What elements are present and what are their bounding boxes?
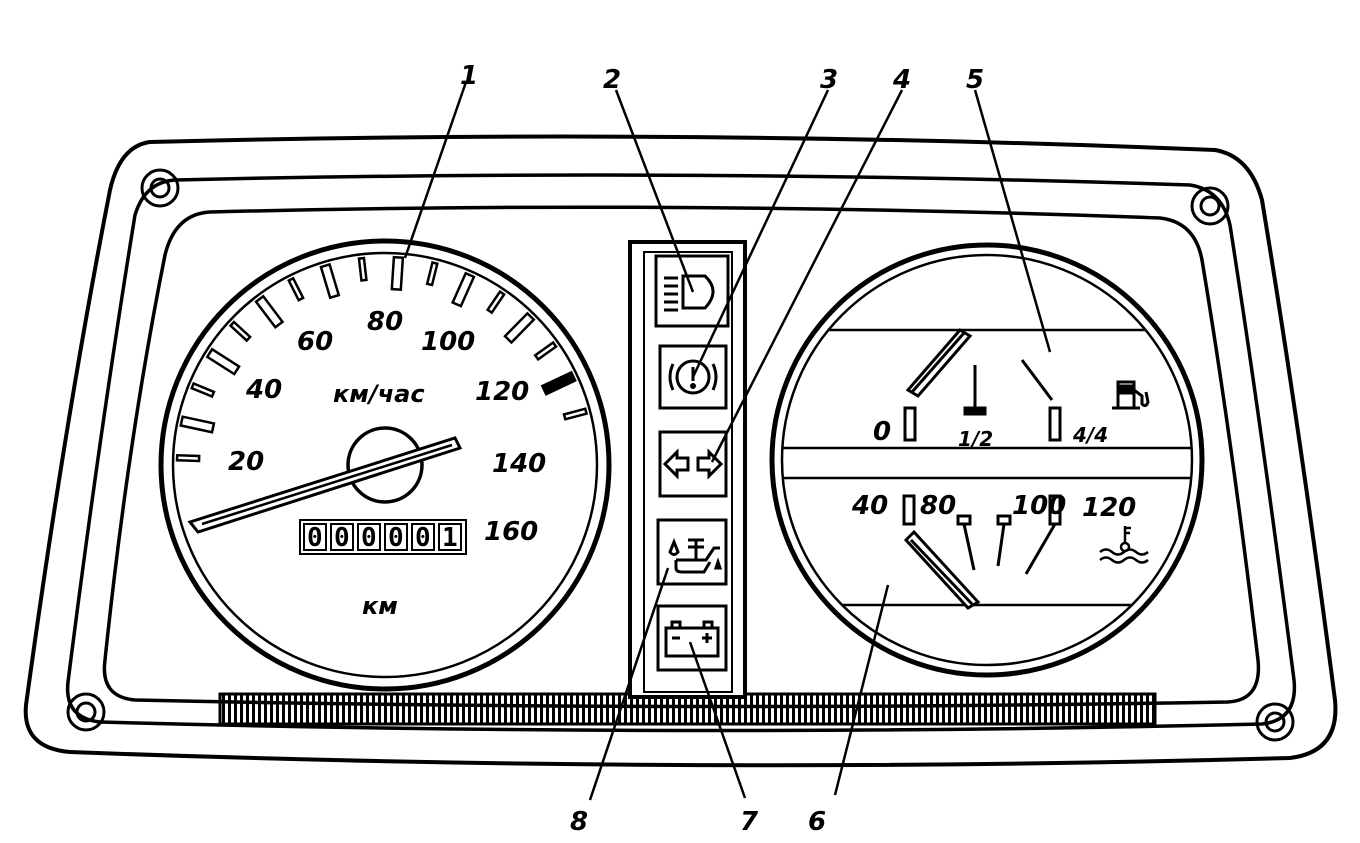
temp-label-40: 40 (851, 491, 888, 521)
callout-4: 4 (892, 65, 911, 95)
speed-label-100: 100 (421, 327, 475, 357)
speed-unit-label: км/час (333, 380, 425, 408)
speedometer-tick (228, 320, 252, 343)
fuel-label-full: 4/4 (1072, 423, 1108, 447)
turn-signal-lamp (658, 430, 728, 498)
odometer-digit: 0 (411, 523, 435, 553)
oil-pressure-icon (668, 537, 723, 574)
mounting-screws (66, 168, 1295, 742)
svg-text:0: 0 (388, 523, 404, 553)
speedometer-tick (485, 289, 506, 315)
svg-text:0: 0 (307, 523, 323, 553)
callout-numbers: 1 2 3 4 5 6 7 8 (460, 61, 984, 837)
odometer-digit: 0 (303, 523, 327, 553)
svg-text:0: 0 (361, 523, 377, 553)
panel-housing (23, 134, 1338, 768)
odometer-digit: 1 (438, 523, 462, 553)
speedometer-tick (179, 415, 216, 434)
speedometer-tick (175, 453, 201, 463)
fuel-mark-half (963, 406, 987, 416)
screw-top-left (140, 168, 180, 208)
warning-lamp-column (628, 240, 747, 699)
speed-label-120: 120 (475, 377, 529, 407)
speedometer-tick (390, 255, 405, 291)
speed-label-60: 60 (297, 327, 333, 357)
temp-gauge (902, 494, 1062, 610)
odometer-digit: 0 (357, 523, 381, 553)
odometer: 0 0 0 0 0 1 (299, 519, 467, 555)
odometer-digit: 0 (384, 523, 408, 553)
brake-warning-lamp (658, 344, 728, 410)
callout-8: 8 (570, 807, 588, 837)
fuel-label-empty: 0 (873, 417, 891, 447)
turn-signal-icon (662, 448, 724, 480)
odometer-digit: 0 (330, 523, 354, 553)
speedometer-tick (503, 311, 536, 345)
speedometer-tick (540, 370, 577, 396)
callout-5: 5 (966, 65, 984, 95)
fuel-gauge (903, 328, 1062, 442)
speedometer-tick (287, 276, 305, 302)
screw-bottom-right (1255, 702, 1295, 742)
speedometer-tick (205, 347, 241, 376)
temp-mark-40 (902, 494, 916, 526)
callout-leaders (403, 81, 1052, 801)
speedometer-tick (190, 381, 216, 399)
temp-label-80: 80 (920, 491, 956, 521)
speed-label-20: 20 (228, 447, 264, 477)
speedometer-face (171, 251, 599, 679)
callout-7: 7 (740, 807, 759, 837)
battery-charge-lamp (656, 604, 728, 672)
speedometer: 20 40 60 80 100 120 140 160 км/час 0 0 (158, 238, 612, 692)
high-beam-lamp (654, 254, 730, 328)
screw-bottom-left (66, 692, 106, 732)
svg-text:1: 1 (442, 523, 458, 553)
gauge-bezel (769, 242, 1205, 678)
battery-charge-icon (664, 620, 720, 658)
temp-label-120: 120 (1082, 493, 1136, 523)
speedometer-tick-marks (175, 255, 589, 463)
svg-text:0: 0 (334, 523, 350, 553)
speedometer-tick (357, 256, 368, 282)
temp-label-100: 100 (1012, 491, 1066, 521)
coolant-temperature-icon (1099, 526, 1149, 564)
speedometer-tick (451, 271, 476, 308)
callout-2: 2 (603, 65, 621, 95)
fuel-mark-empty (903, 406, 917, 442)
callout-6: 6 (808, 807, 826, 837)
speedometer-tick (533, 340, 558, 362)
svg-text:0: 0 (415, 523, 431, 553)
callout-1: 1 (460, 61, 478, 91)
callout-3: 3 (820, 65, 838, 95)
speed-label-40: 40 (245, 375, 282, 405)
speedometer-tick (254, 294, 285, 330)
speedometer-tick (562, 407, 589, 421)
fuel-mark-full (1048, 406, 1062, 442)
odometer-unit-label: км (362, 592, 398, 620)
fuel-pump-icon (1112, 380, 1150, 410)
high-beam-icon (664, 274, 715, 312)
speedometer-tick (319, 262, 341, 300)
fuel-temp-gauge: 0 1/2 4/4 40 80 100 120 (769, 242, 1205, 678)
temp-needle (903, 529, 981, 610)
screw-top-right (1190, 186, 1230, 226)
speed-label-140: 140 (492, 449, 546, 479)
speed-label-80: 80 (367, 307, 403, 337)
speedometer-needle (187, 436, 463, 534)
fuel-label-half: 1/2 (958, 427, 993, 451)
speed-label-160: 160 (484, 517, 538, 547)
oil-pressure-lamp (656, 518, 728, 586)
speedometer-tick (425, 260, 439, 287)
gauge-face (780, 253, 1194, 667)
brake-warning-icon (668, 359, 718, 395)
